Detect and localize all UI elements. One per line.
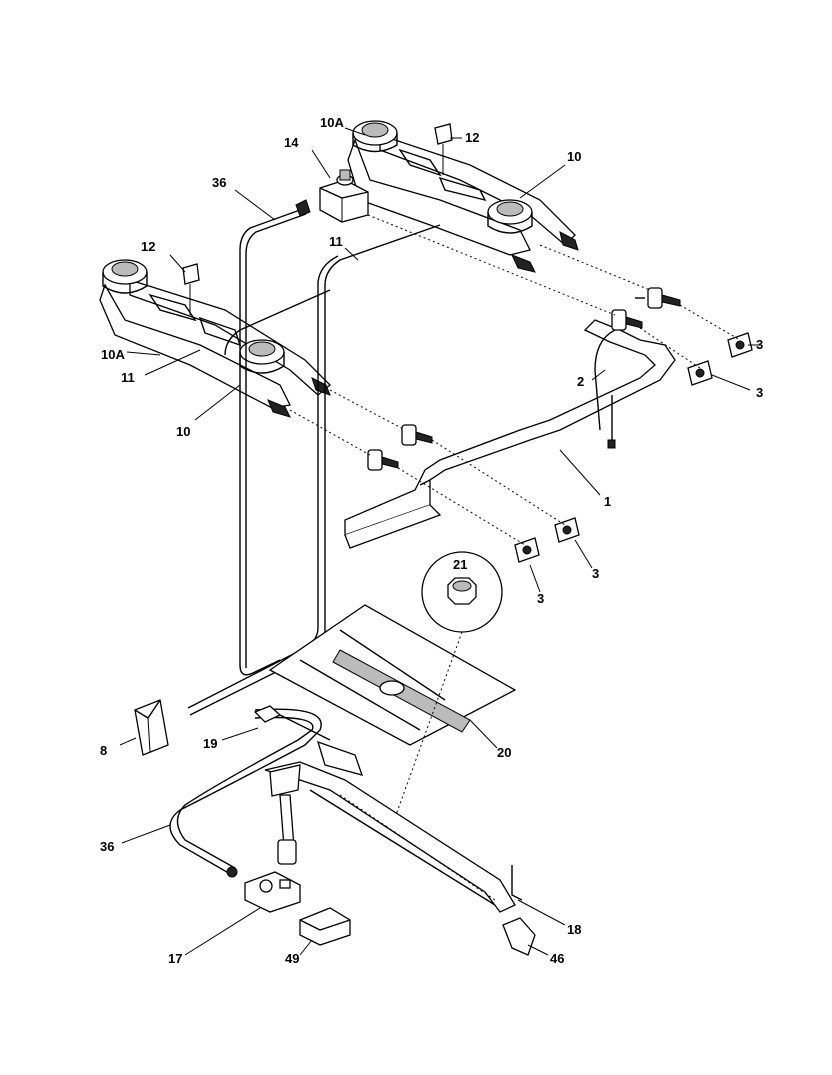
rear-burner-assembly <box>347 120 579 273</box>
gas-tubing <box>169 199 441 878</box>
oven-ignitor <box>253 705 364 776</box>
valve-rear-left <box>611 309 643 331</box>
label-3-b: 3 <box>756 385 763 400</box>
label-19: 19 <box>203 736 217 751</box>
label-8: 8 <box>100 743 107 758</box>
oven-burner-tube <box>264 761 523 913</box>
label-12-rear: 12 <box>465 130 479 145</box>
oven-baffle <box>268 604 517 746</box>
label-36-upper: 36 <box>212 175 226 190</box>
front-burner-assembly <box>99 259 331 418</box>
label-10-rear: 10 <box>567 149 581 164</box>
label-46: 46 <box>550 951 564 966</box>
label-1: 1 <box>604 494 611 509</box>
oven-safety-valve <box>244 871 301 913</box>
label-49: 49 <box>285 951 299 966</box>
clip-46 <box>502 917 536 956</box>
valve-front-left <box>367 449 399 471</box>
callout-leaders <box>119 127 760 956</box>
label-11-upper: 11 <box>329 234 343 249</box>
label-10-front: 10 <box>176 424 190 439</box>
label-3-c: 3 <box>592 566 599 581</box>
valve-rear-right <box>635 287 681 309</box>
valve-front-right <box>401 424 433 446</box>
label-2: 2 <box>577 374 584 389</box>
label-10A-rear: 10A <box>320 115 344 130</box>
label-12-front: 12 <box>141 239 155 254</box>
ignitor-wire <box>594 329 616 449</box>
dashed-alignment-lines <box>289 214 741 546</box>
label-11-lower: 11 <box>121 370 135 385</box>
burner-valves <box>367 287 681 471</box>
manifold-pipe <box>344 319 676 549</box>
label-14: 14 <box>284 135 299 150</box>
label-3-d: 3 <box>537 591 544 606</box>
label-18: 18 <box>567 922 581 937</box>
callout-labels: 10A 12 14 10 36 11 12 10A 11 10 3 3 2 1 … <box>100 115 763 966</box>
label-21: 21 <box>453 557 467 572</box>
spark-module <box>134 699 169 756</box>
label-20: 20 <box>497 745 511 760</box>
knob-bezels <box>514 332 753 563</box>
bracket-49 <box>299 907 351 946</box>
nut-detail <box>391 551 503 827</box>
label-3-a: 3 <box>756 337 763 352</box>
label-36-lower: 36 <box>100 839 114 854</box>
pressure-regulator <box>319 169 369 223</box>
label-10A-front: 10A <box>101 347 125 362</box>
label-17: 17 <box>168 951 182 966</box>
